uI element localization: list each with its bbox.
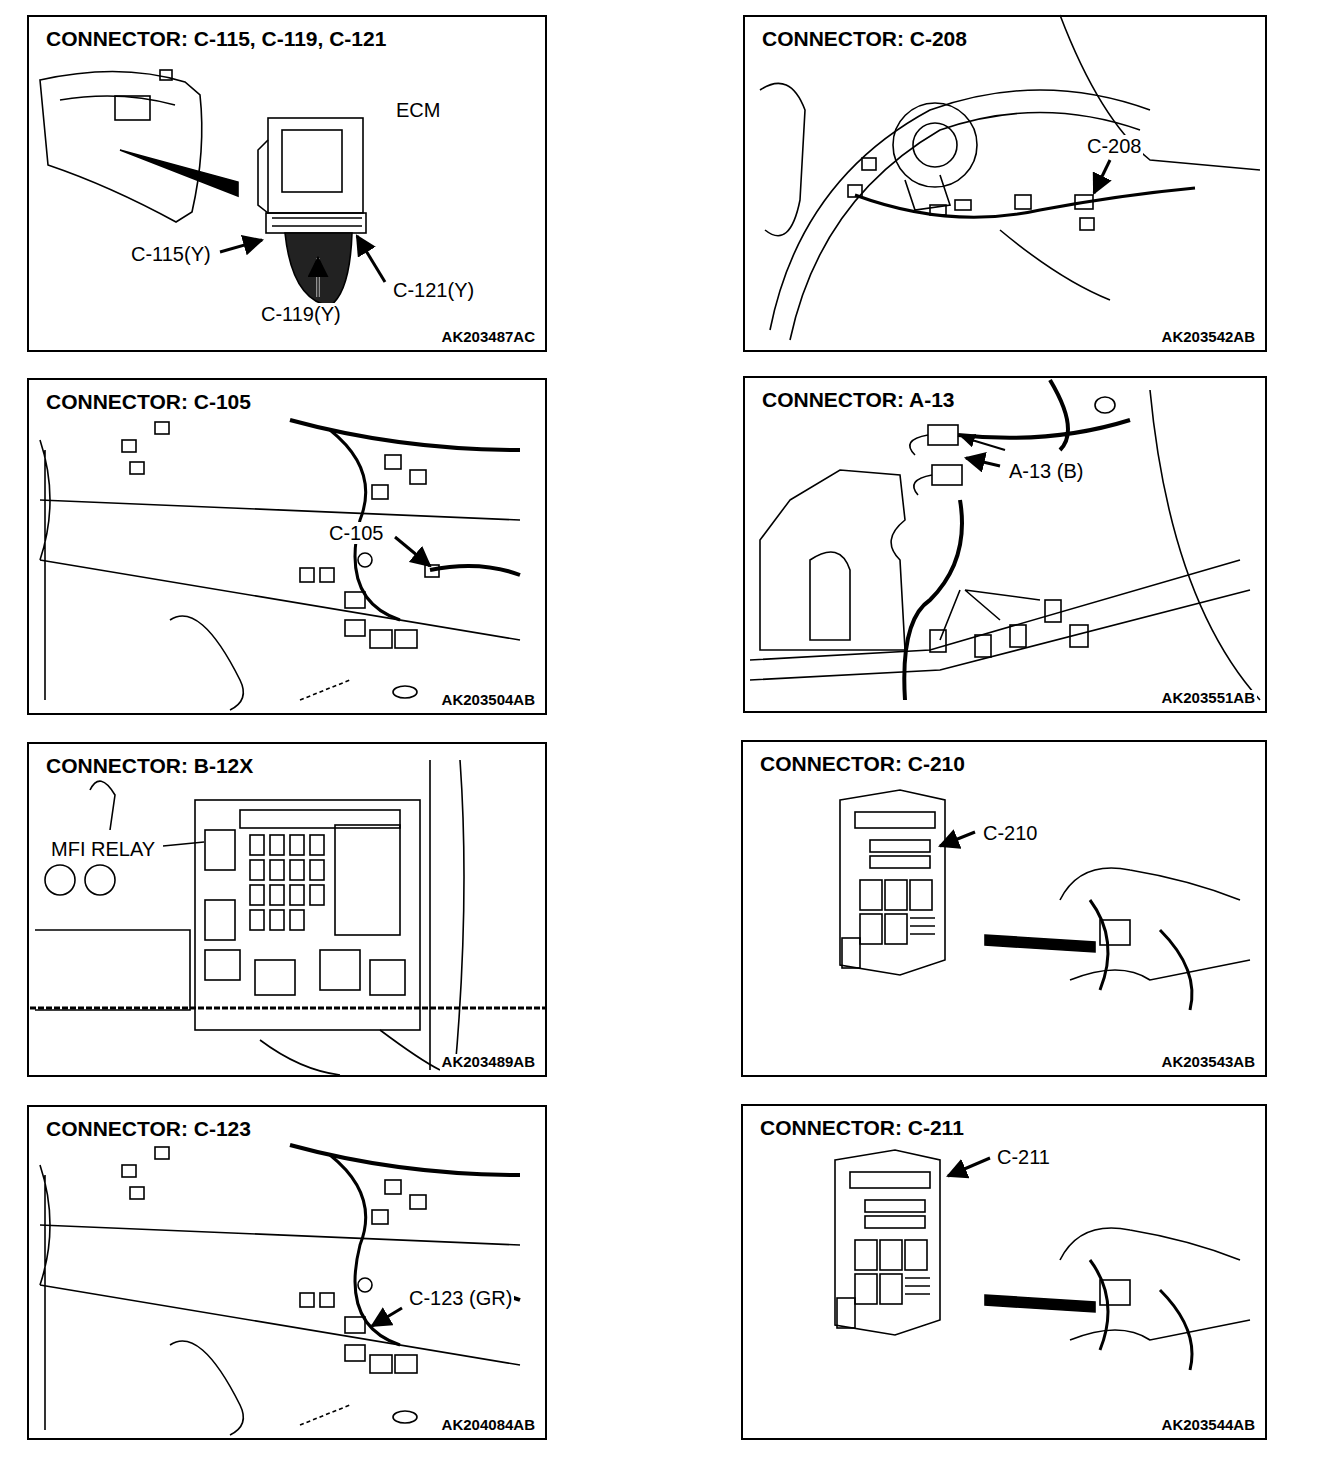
figure-code: AK203504AB — [440, 692, 537, 709]
junction-block-illustration — [835, 1150, 1250, 1370]
callout-label: C-105 — [327, 522, 385, 544]
figure-code: AK203551AB — [1160, 690, 1257, 707]
figure-code: AK203544AB — [1160, 1417, 1257, 1434]
figure-code: AK204084AB — [440, 1417, 537, 1434]
dash-harness-illustration — [40, 420, 520, 710]
callout-label: C-119(Y) — [259, 303, 343, 325]
junction-block-illustration — [840, 790, 1250, 1010]
connector-panel: CONNECTOR: C-115, C-119, C-121ECM C-115(Y… — [27, 15, 547, 352]
connector-panel: CONNECTOR: C-208C-208AK203542AB — [743, 15, 1267, 352]
steering-illustration — [760, 15, 1260, 340]
panel-heading: CONNECTOR: C-211 — [758, 1116, 966, 1139]
connector-panel: CONNECTOR: C-211C-211AK203544AB — [741, 1104, 1267, 1440]
figure-code: AK203543AB — [1160, 1054, 1257, 1071]
panel-heading: CONNECTOR: C-123 — [44, 1117, 253, 1140]
callout-label: C-208 — [1085, 135, 1143, 157]
panel-heading: CONNECTOR: B-12X — [44, 754, 255, 777]
callout-label: C-115(Y) — [129, 243, 213, 265]
connector-panel: CONNECTOR: C-210C-210AK203543AB — [741, 740, 1267, 1077]
figure-code: AK203487AC — [440, 329, 537, 346]
callout-label: C-210 — [981, 822, 1039, 844]
panel-heading: CONNECTOR: C-115, C-119, C-121 — [44, 27, 388, 50]
panel-heading: CONNECTOR: C-105 — [44, 390, 253, 413]
connector-panel: CONNECTOR: C-123C-123 (GR) AK204084AB — [27, 1105, 547, 1440]
panel-heading: CONNECTOR: A-13 — [760, 388, 957, 411]
figure-code: AK203542AB — [1160, 329, 1257, 346]
ecm-illustration — [40, 70, 385, 306]
panel-heading: CONNECTOR: C-208 — [760, 27, 969, 50]
callout-label: MFI RELAY — [49, 838, 157, 860]
dash-harness-illustration — [40, 1145, 520, 1435]
figure-code: AK203489AB — [440, 1054, 537, 1071]
engine-fuse-box-illustration — [30, 760, 545, 1075]
connector-panel: CONNECTOR: A-13A-13 (B) AK203551AB — [743, 376, 1267, 713]
callout-label: C-123 (GR) — [407, 1287, 514, 1309]
connector-panel: CONNECTOR: B-12X MFI RELAY AK203489AB — [27, 742, 547, 1077]
connector-panel: CONNECTOR: C-105C-105AK203504AB — [27, 378, 547, 715]
callout-label: C-211 — [995, 1146, 1052, 1168]
callout-label: ECM — [394, 99, 442, 121]
panel-heading: CONNECTOR: C-210 — [758, 752, 967, 775]
callout-label: C-121(Y) — [391, 279, 476, 301]
floor-harness-illustration — [750, 380, 1260, 700]
callout-label: A-13 (B) — [1007, 460, 1085, 482]
